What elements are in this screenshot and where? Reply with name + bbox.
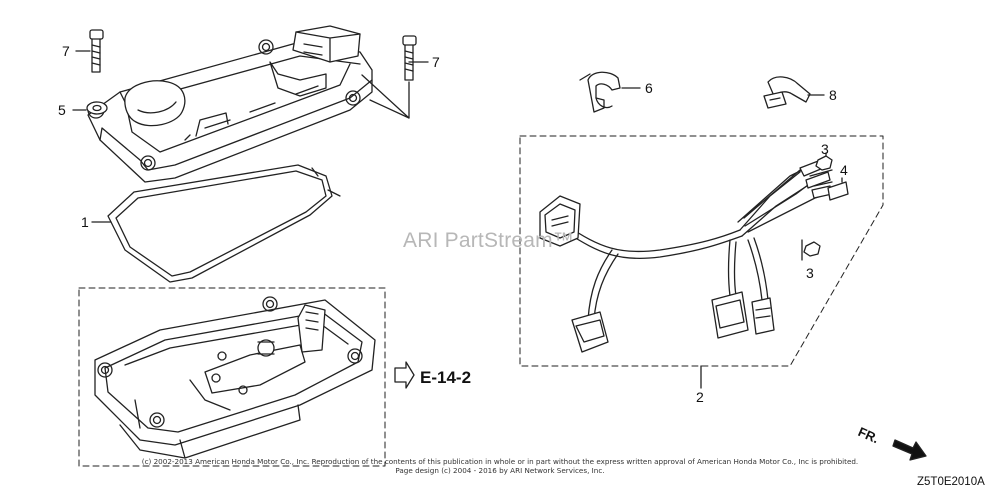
control-box-base <box>94 296 376 459</box>
callout-7-left: 7 <box>62 43 70 59</box>
leader-7b <box>361 74 410 119</box>
harness-box <box>519 135 884 367</box>
control-box-cover <box>87 25 373 183</box>
watermark: ARI PartStream™ <box>403 229 575 252</box>
copyright-line-2: Page design (c) 2004 - 2016 by ARI Netwo… <box>395 466 605 475</box>
callout-3-lower: 3 <box>806 265 814 281</box>
callout-7-right: 7 <box>432 54 440 70</box>
cable-band <box>763 76 811 109</box>
callout-3-upper: 3 <box>821 141 829 157</box>
assembly-box <box>78 287 386 467</box>
front-arrow-icon <box>892 439 927 461</box>
screw-left <box>89 29 104 73</box>
terminal-cap-lower <box>803 241 821 257</box>
callout-4: 4 <box>840 162 848 178</box>
callout-2: 2 <box>696 389 704 405</box>
ref-arrow-icon <box>394 361 415 389</box>
callout-8: 8 <box>829 87 837 103</box>
copyright-line-1: (c) 2002-2013 American Honda Motor Co., … <box>141 457 859 466</box>
clip <box>579 71 621 113</box>
copyright-notice: (c) 2002-2013 American Honda Motor Co., … <box>140 457 860 475</box>
terminal-cap-upper <box>815 155 833 171</box>
callout-6: 6 <box>645 80 653 96</box>
gasket <box>107 164 341 283</box>
reference-label[interactable]: E-14-2 <box>420 368 472 387</box>
callout-5: 5 <box>58 102 66 118</box>
washer <box>86 101 108 115</box>
wire-harness <box>539 157 849 353</box>
part-code: Z5T0E2010A <box>917 476 985 488</box>
callout-1: 1 <box>81 214 89 230</box>
screw-right <box>402 35 417 81</box>
